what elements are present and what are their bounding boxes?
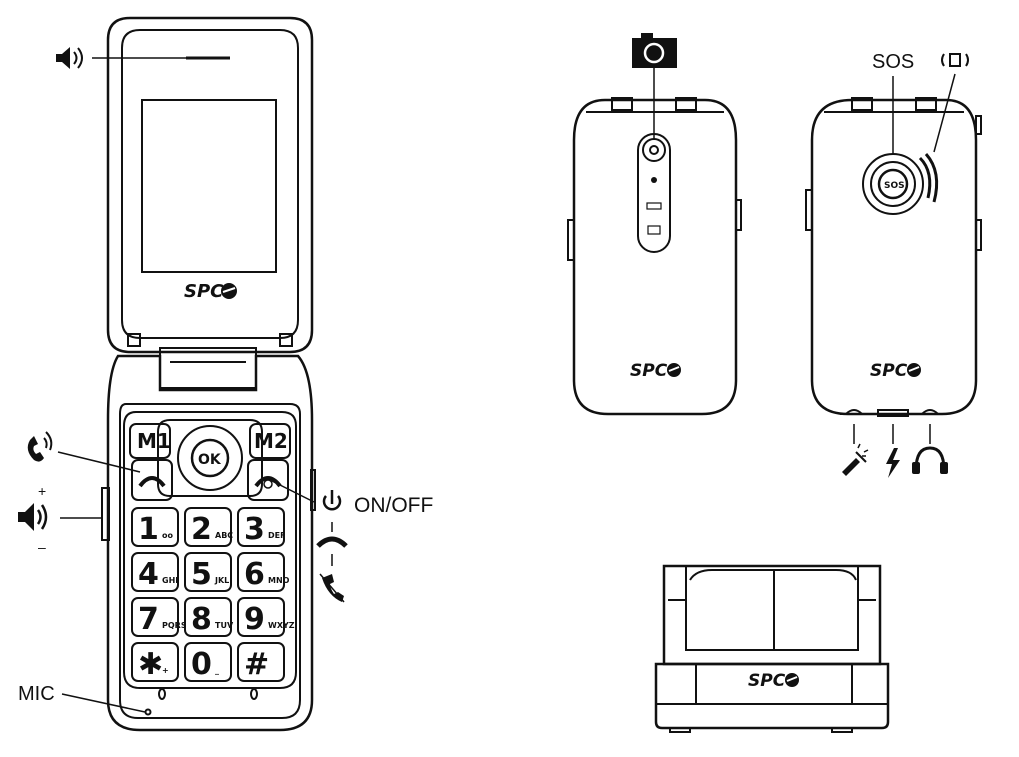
key-letters-3: DEF [268, 531, 286, 540]
brand-logo-closed: SPC [630, 361, 668, 381]
headphones-icon [912, 446, 948, 474]
power-callout [269, 479, 342, 511]
brand-logo-front: SPC [184, 281, 224, 302]
key-letters-6: MNO [268, 576, 290, 585]
m1-key-label: M1 [137, 429, 171, 453]
sos-button-text: SOS [884, 181, 905, 191]
phone-ring-icon [27, 431, 53, 462]
speaker-icon [56, 47, 83, 69]
flashlight-icon [842, 443, 869, 476]
key-letters-8: TUV [215, 621, 234, 630]
phone-closed-front [567, 97, 742, 416]
key-letters-7: PQRS [162, 621, 187, 630]
key-digit-7: 7 [138, 602, 159, 637]
key-digit-5: 5 [191, 557, 212, 592]
key-digit-3: 3 [244, 512, 265, 547]
charging-dock [654, 564, 890, 733]
mic-label: MIC [18, 683, 55, 705]
volume-icon [18, 503, 48, 531]
phone-front-open [101, 16, 316, 732]
key-digit-4: 4 [138, 557, 159, 592]
key-letters-5: JKL [214, 576, 229, 585]
mic-callout-line [61, 693, 146, 713]
on-off-label: ON/OFF [354, 494, 433, 517]
key-digit-10: ✱ [138, 647, 163, 682]
ok-key-label: OK [198, 452, 222, 468]
volume-callout [18, 503, 102, 531]
power-icon [322, 490, 342, 511]
key-letters-2: ABC [215, 531, 233, 540]
camera-icon [632, 33, 677, 68]
handset-icon [316, 536, 348, 548]
status-led-icons [646, 177, 662, 235]
key-digit-12: # [244, 647, 269, 682]
key-digit-8: 8 [191, 602, 212, 637]
key-letters-4: GHI [162, 576, 178, 585]
phone-back [805, 97, 982, 417]
brand-logo-back: SPC [870, 361, 908, 381]
key-letters-10: + [162, 666, 169, 675]
lightning-icon [886, 448, 900, 478]
reject-call-icon [319, 573, 345, 603]
volume-plus-label: + [38, 483, 46, 499]
brand-logo-dock: SPC [748, 671, 786, 691]
call-key-callout [27, 431, 141, 473]
brand-swoosh-icon [221, 283, 237, 299]
key-digit-1: 1 [138, 512, 159, 547]
brand-swoosh-icon [667, 363, 681, 377]
vibrate-callout-line [933, 73, 956, 153]
vibrate-icon [941, 53, 969, 67]
volume-minus-label: – [38, 539, 46, 555]
key-digit-11: 0 [191, 647, 212, 682]
earpiece-callout [56, 47, 186, 69]
m2-key-label: M2 [254, 429, 288, 453]
inner-display [141, 99, 277, 273]
brand-swoosh-icon [785, 673, 799, 687]
key-digit-9: 9 [244, 602, 265, 637]
camera-callout [632, 33, 677, 140]
sos-label: SOS [872, 51, 914, 73]
key-letters-11: _ [215, 666, 219, 675]
key-digit-6: 6 [244, 557, 265, 592]
key-digit-2: 2 [191, 512, 212, 547]
key-letters-1: oo [162, 531, 173, 540]
brand-swoosh-icon [907, 363, 921, 377]
call-key-icon [138, 476, 166, 488]
key-letters-9: WXYZ [268, 621, 295, 630]
